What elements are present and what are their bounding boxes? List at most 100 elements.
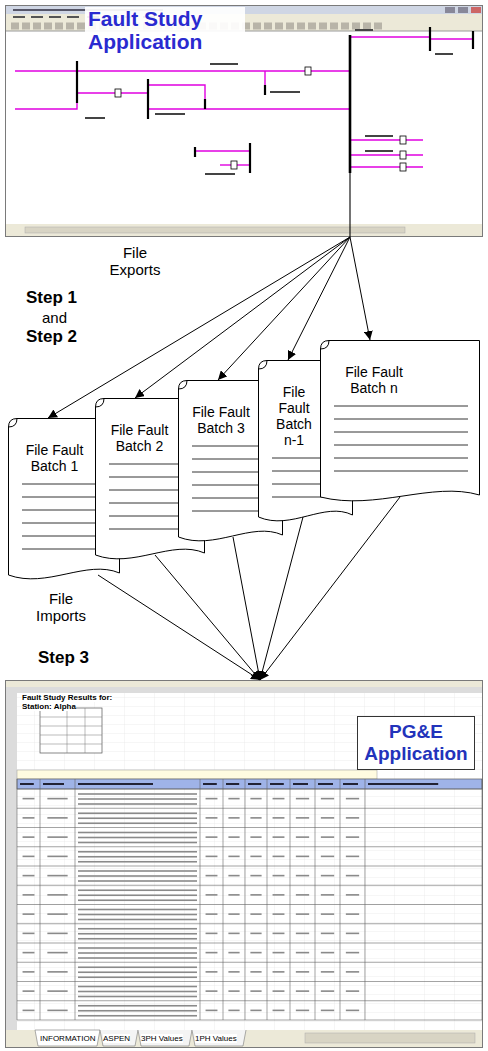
one-line-circuit-part-part (350, 154, 423, 155)
cell-content (47, 856, 67, 858)
cell-content (273, 836, 285, 838)
one-line-circuit-part-part (204, 99, 206, 109)
cell-content (78, 933, 197, 935)
text-line (334, 458, 468, 459)
toolbar-icon (275, 23, 283, 30)
cell-content (23, 971, 35, 973)
document-label: File Fault Batch n-1 (272, 384, 316, 448)
app-title: Fault Study Application (85, 7, 245, 53)
sheet-frame-part (35, 1030, 100, 1046)
row-line (17, 904, 482, 905)
row-line (17, 943, 482, 944)
menu-item (13, 16, 25, 18)
one-line-circuit-part-part (194, 147, 196, 157)
one-line-circuit-part-part (15, 97, 77, 109)
sheet-frame-part (17, 779, 482, 789)
cell-content (23, 894, 35, 896)
row-line (17, 1000, 482, 1001)
toolbar-icon (341, 23, 349, 30)
toolbar-icon (264, 23, 272, 30)
cell-content (78, 832, 197, 834)
page-curl (9, 419, 18, 428)
document-label: File Fault Batch 1 (22, 442, 87, 474)
cell-content (47, 971, 67, 973)
document-label: File Fault Batch 2 (109, 422, 170, 454)
cell-content (228, 817, 239, 819)
cell-content (228, 894, 239, 896)
one-line-circuit-part-part (76, 61, 78, 103)
cell-content (228, 856, 239, 858)
cell-content (273, 1010, 285, 1012)
cell-content (346, 952, 359, 954)
cell-content (78, 851, 197, 853)
cell-content (346, 817, 359, 819)
cell-content (78, 996, 197, 998)
toolbar-icon (374, 23, 382, 30)
column-line (200, 779, 201, 1020)
application-window: Fault Study Application (5, 5, 483, 237)
cell-content (346, 1010, 359, 1012)
sheet-frame-part (6, 681, 483, 1048)
cell-content (78, 837, 197, 839)
cell-content (47, 875, 67, 877)
cell-content (228, 952, 239, 954)
one-line-circuit-part-part (350, 36, 430, 37)
window-frame-part (445, 7, 455, 13)
cell-content (47, 1010, 67, 1012)
one-line-circuit-part-part (147, 79, 149, 119)
sheet-heading: Fault Study Results for: (22, 693, 112, 702)
step-note: and (42, 309, 67, 326)
cell-content (206, 875, 218, 877)
page-curl (321, 341, 330, 350)
cell-content (78, 1010, 197, 1012)
cell-content (273, 817, 285, 819)
toolbar-icon (286, 23, 294, 30)
flow-arrow (233, 537, 260, 680)
toolbar-icon (352, 23, 360, 30)
one-line-circuit-part-part (365, 150, 393, 152)
step-note: File Exports (100, 244, 170, 279)
toolbar-icon (44, 23, 52, 30)
document-outline (321, 341, 480, 501)
cell-content (78, 919, 197, 921)
header-cell (318, 783, 333, 785)
one-line-circuit-part-part (77, 92, 148, 93)
cell-content (78, 812, 197, 814)
toolbar-icon (22, 23, 30, 30)
cell-content (206, 971, 218, 973)
file-document: File Fault Batch n (320, 340, 480, 505)
cell-content (78, 894, 197, 896)
toolbar-icon (55, 23, 63, 30)
cell-content (78, 914, 197, 916)
one-line-circuit-part-part (429, 27, 431, 51)
cell-content (321, 952, 334, 954)
cell-content (78, 899, 197, 901)
window-frame-part (6, 6, 483, 237)
cell-content (250, 817, 261, 819)
one-line-circuit-part-part (350, 166, 423, 167)
cell-content (296, 856, 309, 858)
column-line (365, 779, 366, 1020)
cell-content (250, 875, 261, 877)
cell-content (296, 1010, 309, 1012)
cell-content (78, 976, 197, 978)
toolbar-icon (11, 23, 19, 30)
sheet-tab: ASPEN (103, 1034, 130, 1043)
cell-content (206, 836, 218, 838)
one-line-circuit-part-part (115, 89, 121, 97)
page-curl (179, 381, 188, 390)
cell-content (273, 856, 285, 858)
cell-content (228, 1010, 239, 1012)
cell-content (78, 870, 197, 872)
header-cell (270, 783, 284, 785)
one-line-circuit-part-part (148, 108, 350, 109)
flow-arrow (350, 237, 370, 340)
cell-content (206, 952, 218, 954)
text-line (334, 419, 468, 420)
row-line (17, 866, 482, 867)
step-label: Step 3 (38, 648, 89, 668)
one-line-circuit-part-part (231, 161, 237, 169)
step-label: Step 2 (26, 327, 77, 347)
sheet-frame-part (6, 1030, 482, 1047)
cell-content (23, 817, 35, 819)
